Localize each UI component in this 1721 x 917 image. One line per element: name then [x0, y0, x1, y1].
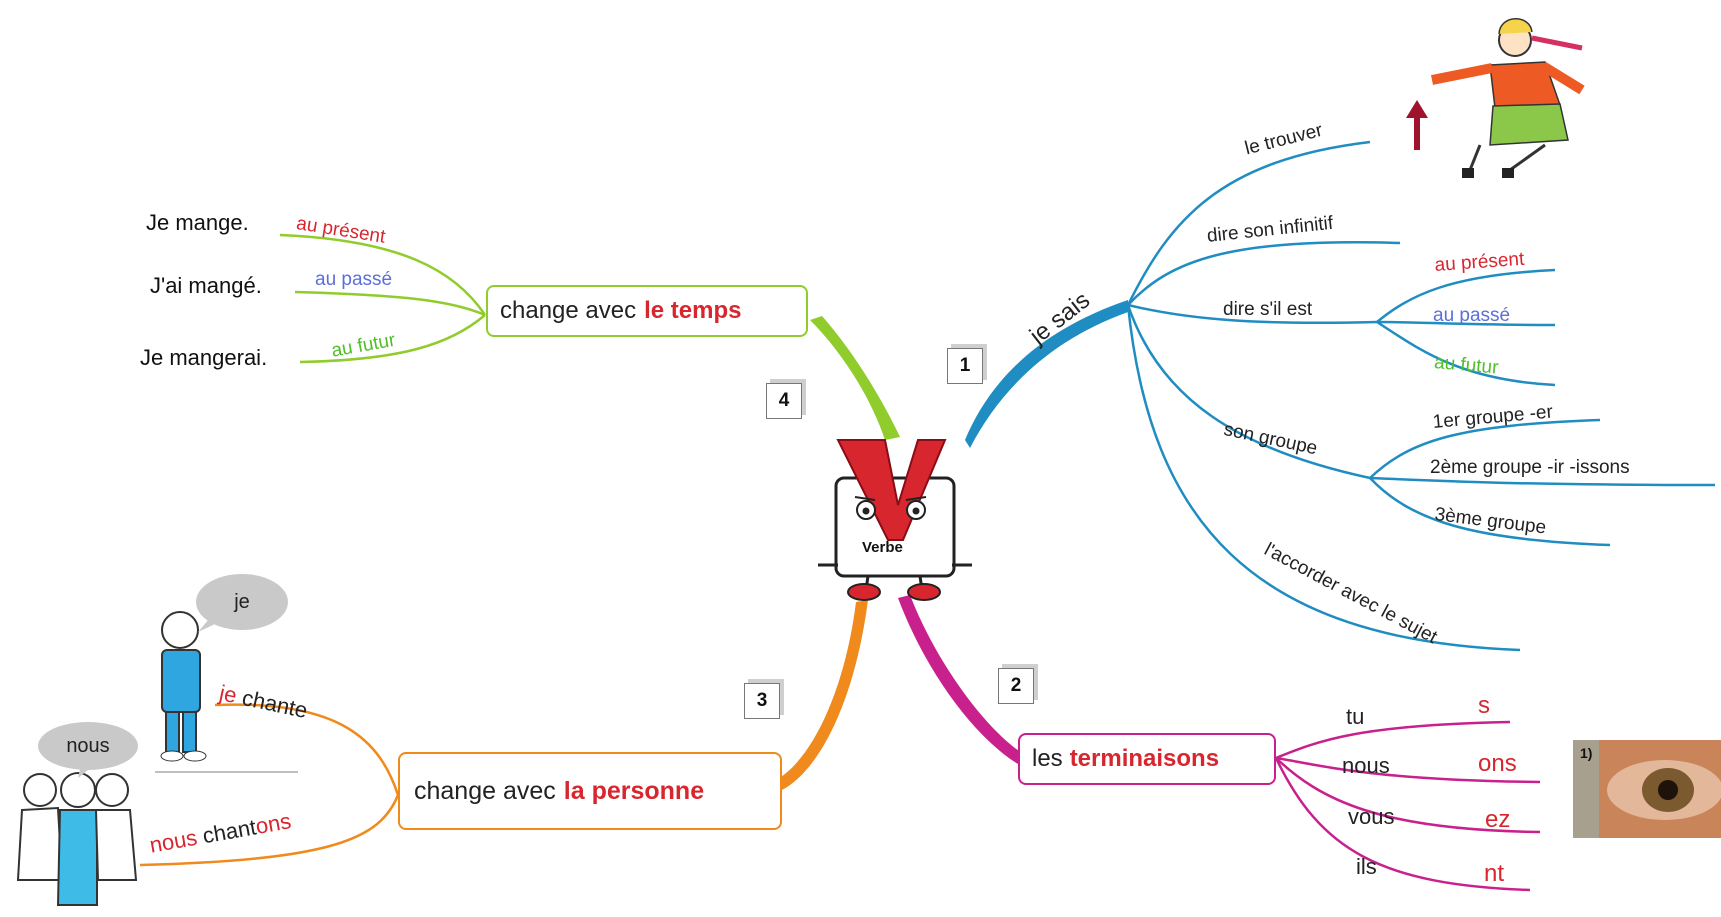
branch1-groupe-2: 2ème groupe -ir -issons [1430, 457, 1630, 478]
branch1-dire-sil-est: dire s'il est [1223, 299, 1313, 320]
branch2-ending-ez: ez [1485, 806, 1511, 833]
man-figure-illustration [160, 611, 207, 762]
nous-bubble-text: nous [66, 734, 110, 757]
branch2-title-bold: terminaisons [1069, 745, 1220, 772]
branch2-line-ils [1274, 757, 1531, 892]
branch1-line-infinitif [1127, 241, 1401, 306]
branch1-line-g2 [1369, 476, 1716, 487]
branch1-line-futur [1376, 320, 1556, 387]
branch1-line-accorder [1126, 304, 1521, 652]
branch3-title-plain: change avec [414, 776, 556, 805]
branch1-line-silest [1127, 303, 1378, 325]
branch2-pronoun-tu: tu [1346, 704, 1365, 729]
branch3-number-badge: 3 [744, 683, 780, 719]
je-chante-pronoun: je [217, 680, 240, 709]
branch1-line-groupe [1126, 304, 1371, 480]
branch2-number-badge: 2 [998, 668, 1034, 704]
eye-photo [1573, 740, 1721, 838]
branch2-pronoun-vous: vous [1348, 804, 1395, 829]
branch4-sentence-2: J'ai mangé. [150, 273, 262, 298]
branch4-trunk [810, 316, 900, 440]
branch1-line-trouver [1126, 140, 1371, 306]
je-bubble-text: je [234, 590, 250, 613]
branch2-ending-ons: ons [1478, 750, 1517, 777]
branch4-number-badge: 4 [766, 383, 802, 419]
branch2-line-tu [1275, 720, 1511, 760]
branch4-tense-passe: au passé [315, 269, 393, 290]
branch2-title-plain: les [1032, 745, 1063, 772]
branch1-passe: au passé [1433, 305, 1511, 326]
branch3-trunk [776, 600, 868, 790]
group-figures-illustration [16, 772, 138, 906]
v-letter-icon [836, 439, 947, 541]
center-label: Verbe [862, 539, 903, 556]
jumping-girl-illustration [1431, 18, 1585, 178]
je-speech-bubble: je [196, 574, 288, 630]
branch1-futur: au futur [1433, 352, 1500, 379]
photo-tag: 1) [1580, 745, 1593, 761]
branch1-line-passe [1376, 320, 1556, 327]
branch2-pronoun-ils: ils [1356, 854, 1377, 879]
branch4-title-bold: le temps [644, 297, 742, 324]
verbe-mascot [818, 439, 972, 601]
branch4-sentence-3: Je mangerai. [140, 345, 268, 370]
branch2-line-nous [1275, 756, 1541, 784]
branch4-sentence-1: Je mange. [146, 210, 249, 235]
branch1-line-g3 [1369, 477, 1611, 547]
branch2-node[interactable]: les terminaisons [1018, 733, 1276, 785]
branch1-line-g1 [1369, 418, 1601, 479]
branch3-line-je [214, 703, 400, 796]
branch2-ending-nt: nt [1484, 860, 1505, 887]
nous-speech-bubble: nous [38, 722, 138, 770]
branch4-line-futur [299, 314, 486, 364]
branch1-trunk [965, 300, 1128, 448]
branch4-node[interactable]: change avec le temps [486, 285, 808, 337]
branch4-title-plain: change avec [500, 297, 637, 324]
branch3-node[interactable]: change avec la personne [398, 752, 782, 830]
branch2-line-vous [1275, 757, 1541, 834]
branch1-number-badge: 1 [947, 348, 983, 384]
branch2-trunk [898, 595, 1025, 767]
up-arrow-icon [1406, 100, 1428, 150]
branch3-line-nous [139, 794, 400, 867]
branch4-line-present [279, 233, 487, 316]
branch1-line-present [1376, 268, 1556, 323]
branch2-ending-s: s [1478, 692, 1490, 719]
branch2-pronoun-nous: nous [1342, 753, 1390, 778]
branch4-line-passe [294, 290, 486, 317]
branch3-title-bold: la personne [563, 776, 705, 805]
